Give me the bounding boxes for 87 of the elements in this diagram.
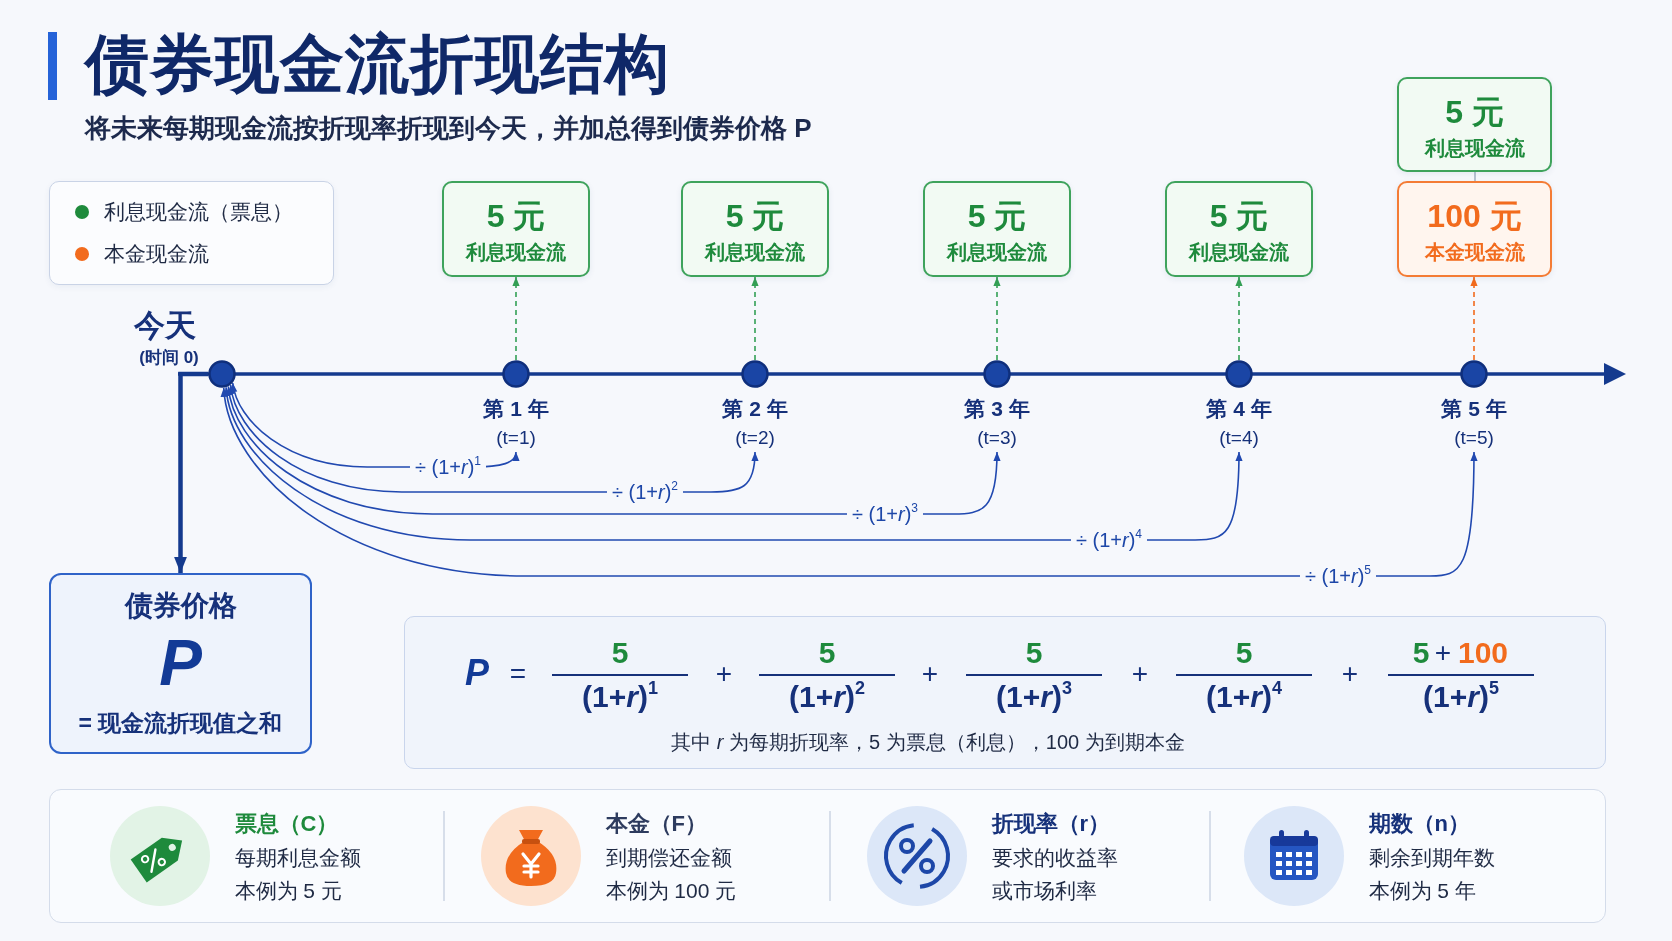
time-index-label: (t=5) xyxy=(1454,426,1494,450)
cash-flow-type-label: 利息现金流 xyxy=(705,240,805,264)
subtitle-text: 将未来每期现金流按折现率折现到今天，并加总得到债券价格 P xyxy=(85,113,812,145)
formula-variable: P xyxy=(465,651,489,695)
term-description: 本例为 5 年 xyxy=(1368,877,1476,904)
year-label: 第 1 年 xyxy=(483,396,549,422)
box-description: = 现金流折现值之和 xyxy=(78,710,283,738)
denominator: (1+r)$^{3}$ xyxy=(996,679,1072,715)
term-description: 本例为 100 元 xyxy=(605,877,737,904)
cash-flow-box xyxy=(1397,77,1552,172)
denominator: (1+r)$^{4}$ xyxy=(1206,679,1282,715)
year-label: 第 5 年 xyxy=(1441,396,1507,422)
denominator: (1+r)$^{2}$ xyxy=(789,679,865,715)
denominator: (1+r)$^{1}$ xyxy=(582,679,658,715)
amount-text: 100 元 xyxy=(1427,196,1522,236)
numerator: 5 xyxy=(1025,635,1043,671)
edge-label: ÷ (1+r)$^{4}$ xyxy=(1071,528,1147,552)
dashed-arrow xyxy=(1235,276,1243,361)
amount-text: 5 元 xyxy=(1209,196,1269,236)
numerator: 5 xyxy=(818,635,836,671)
connector-line xyxy=(1474,171,1476,182)
timeline-point-icon xyxy=(208,360,236,388)
cash-flow-box xyxy=(1397,181,1552,277)
amount-text: 5 元 xyxy=(967,196,1027,236)
curved-arrow xyxy=(221,387,1478,577)
cash-flow-type-label: 利息现金流 xyxy=(466,240,566,264)
numerator: 5 xyxy=(611,635,629,671)
bond-price-box xyxy=(49,573,312,754)
legend-label: 利息现金流（票息） xyxy=(104,199,293,225)
year-label: 第 3 年 xyxy=(964,396,1030,422)
term-description: 要求的收益率 xyxy=(991,844,1118,871)
edge-label: ÷ (1+r)$^{1}$ xyxy=(410,455,486,479)
cash-flow-box xyxy=(1165,181,1313,277)
plus-sign: + xyxy=(1434,636,1452,670)
numerator: 100 xyxy=(1457,635,1509,671)
summary-panel xyxy=(49,789,1606,923)
term-description: 本例为 5 元 xyxy=(234,877,342,904)
plus-sign: + xyxy=(921,657,939,691)
cash-flow-type-label: 本金现金流 xyxy=(1424,240,1525,264)
term-heading: 本金（F） xyxy=(605,810,707,837)
today-label: 今天 xyxy=(134,307,196,345)
numerator: 5 xyxy=(1412,635,1430,671)
dashed-arrow xyxy=(1470,276,1478,361)
cash-flow-type-label: 利息现金流 xyxy=(1424,136,1525,160)
amount-text: 5 元 xyxy=(1445,92,1504,132)
formula-panel xyxy=(404,616,1606,769)
edge-label: ÷ (1+r)$^{2}$ xyxy=(607,480,683,504)
term-description: 每期利息金额 xyxy=(234,844,361,871)
cash-flow-type-label: 利息现金流 xyxy=(1189,240,1289,264)
curved-arrow xyxy=(224,386,1243,541)
term-heading: 期数（n） xyxy=(1368,810,1470,837)
term-description: 或市场利率 xyxy=(991,877,1097,904)
time-index-label: (t=4) xyxy=(1219,426,1259,450)
title-text: 债券现金流折现结构 xyxy=(85,26,670,102)
term-description: 到期偿还金额 xyxy=(605,844,732,871)
time-zero-label: (时间 0) xyxy=(139,347,199,369)
term-heading: 票息（C） xyxy=(234,810,339,837)
box-heading: 债券价格 xyxy=(124,589,237,623)
time-index-label: (t=1) xyxy=(496,426,536,450)
dashed-arrow xyxy=(993,276,1001,361)
legend-label: 本金现金流 xyxy=(104,241,209,267)
equals-sign: = xyxy=(509,657,527,691)
cash-flow-type-label: 利息现金流 xyxy=(947,240,1047,264)
term-description: 剩余到期年数 xyxy=(1368,844,1495,871)
plus-sign: + xyxy=(1131,657,1149,691)
dashed-arrow xyxy=(751,276,759,361)
time-index-label: (t=3) xyxy=(977,426,1017,450)
year-label: 第 2 年 xyxy=(722,396,788,422)
arrow xyxy=(174,371,208,573)
year-label: 第 4 年 xyxy=(1206,396,1272,422)
cash-flow-box xyxy=(923,181,1071,277)
edge-label: ÷ (1+r)$^{5}$ xyxy=(1300,564,1376,588)
term-heading: 折现率（r） xyxy=(991,810,1111,837)
edge-label: ÷ (1+r)$^{3}$ xyxy=(847,502,923,526)
cash-flow-box xyxy=(681,181,829,277)
cash-flow-box xyxy=(442,181,590,277)
denominator: (1+r)$^{5}$ xyxy=(1423,679,1499,715)
formula-note: 其中 r 为每期折现率，5 为票息（利息），100 为到期本金 xyxy=(671,730,1185,754)
plus-sign: + xyxy=(715,657,733,691)
amount-text: 5 元 xyxy=(725,196,785,236)
price-symbol: P xyxy=(159,625,202,701)
time-index-label: (t=2) xyxy=(735,426,775,450)
amount-text: 5 元 xyxy=(486,196,546,236)
plus-sign: + xyxy=(1341,657,1359,691)
numerator: 5 xyxy=(1235,635,1253,671)
dashed-arrow xyxy=(512,276,520,361)
curved-arrow xyxy=(226,385,1001,515)
